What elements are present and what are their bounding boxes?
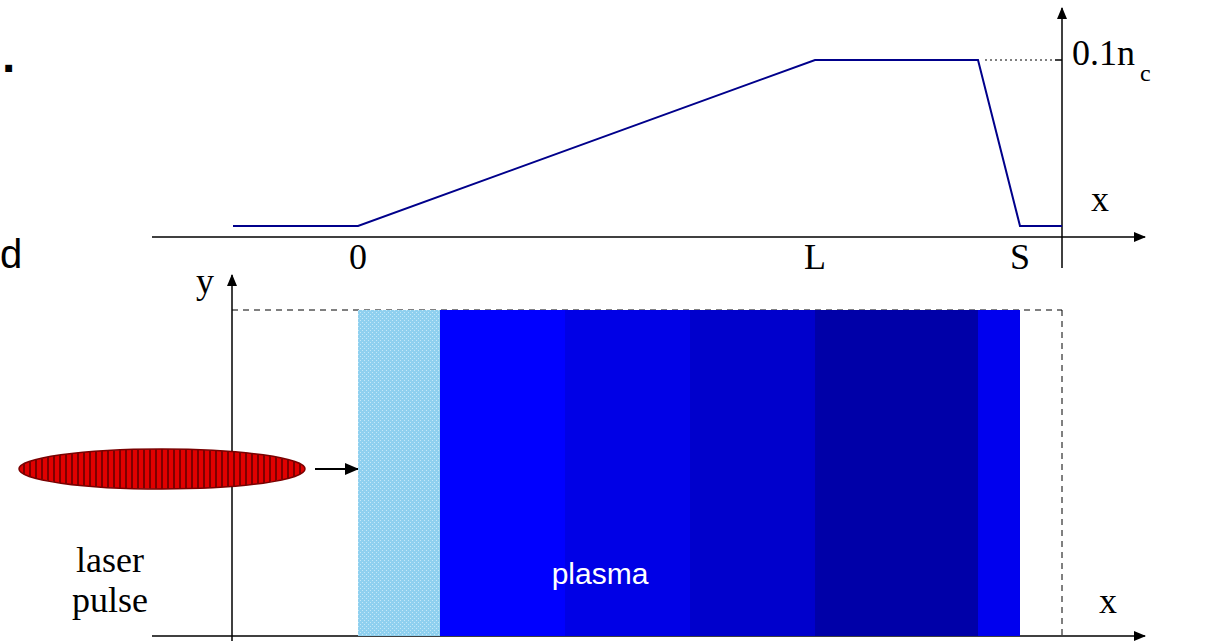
dashed-frame [1062,310,1063,636]
plasma-label: plasma [552,556,649,592]
density-profile [233,60,1062,226]
axis-label: y [196,262,214,302]
tick [1055,59,1062,61]
bullet-fragment: . [2,30,15,83]
laser-ellipse [15,445,313,635]
axis-label: x [1091,180,1109,220]
laser-pulse: laser pulse [15,445,313,635]
subscript: c [1140,60,1151,86]
level-dotted-line [985,59,1055,60]
text-fragment: d [0,232,22,276]
density-level: 0.1n [1072,34,1135,74]
x-axis [152,236,1145,238]
y-axis [1061,8,1063,268]
propagation-arrow [315,468,358,470]
position-label: S [1010,238,1030,278]
axis-label: x [1099,582,1117,622]
density-bands [358,310,1020,636]
position-label: L [804,238,826,278]
position-label: 0 [349,238,367,278]
pulse-label: laser pulse [45,540,175,620]
plasma-slab: plasma [358,310,1020,636]
